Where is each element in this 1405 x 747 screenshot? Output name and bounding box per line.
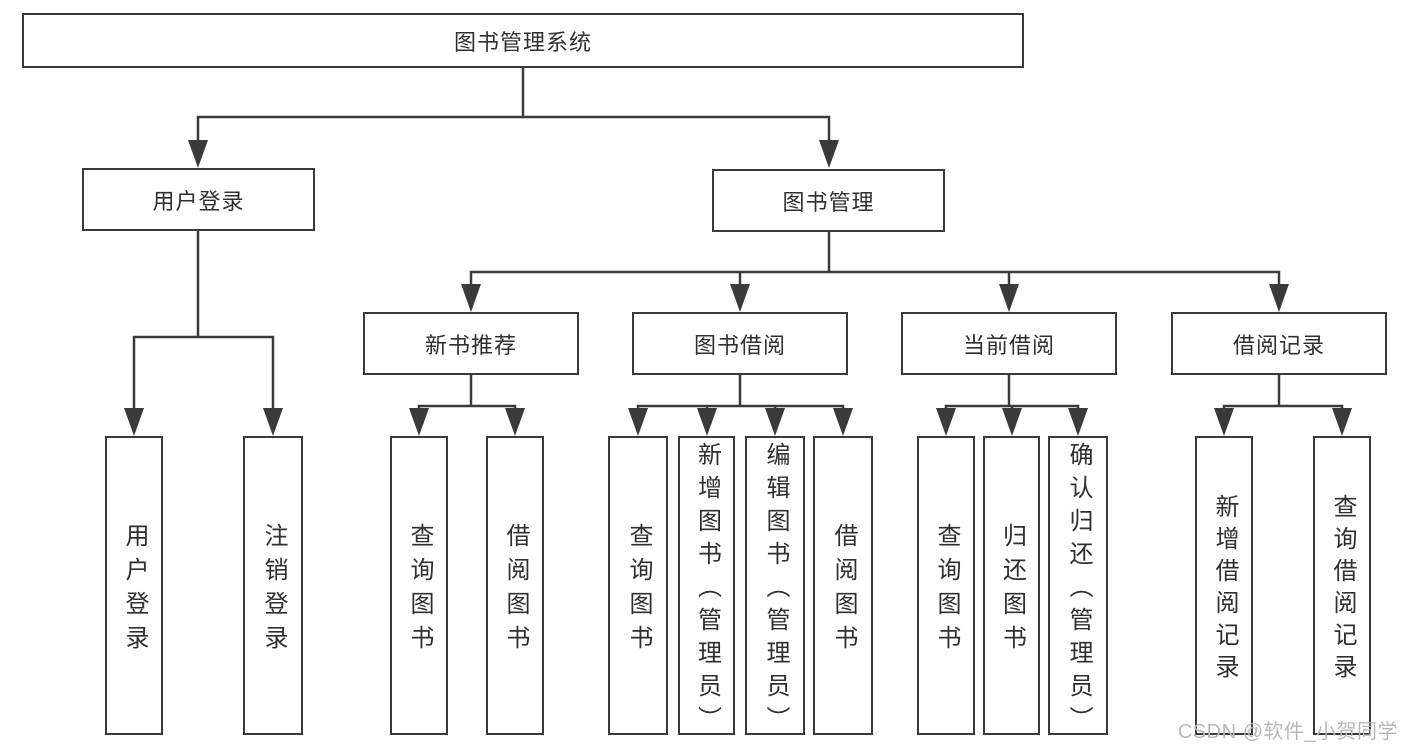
arrowhead-down-icon xyxy=(999,284,1019,312)
arrowhead-down-icon xyxy=(833,408,853,436)
arrowhead-down-icon xyxy=(628,408,648,436)
leaf-bb-borrow-books-label: 借阅图书 xyxy=(830,522,857,659)
node-root: 图书管理系统 xyxy=(22,13,1024,68)
arrowhead-down-icon xyxy=(188,140,208,168)
arrowhead-down-icon xyxy=(263,408,283,436)
node-borrow-records: 借阅记录 xyxy=(1171,312,1387,375)
arrowhead-down-icon xyxy=(1269,284,1289,312)
leaf-br-query-record-label: 查询借阅记录 xyxy=(1329,493,1356,686)
arrowhead-down-icon xyxy=(1002,408,1022,436)
leaf-nbr-borrow-books-label: 借阅图书 xyxy=(502,522,529,659)
arrowhead-down-icon xyxy=(124,408,144,436)
connector xyxy=(636,404,845,416)
node-root-label: 图书管理系统 xyxy=(453,29,592,55)
arrowhead-down-icon xyxy=(1068,408,1088,436)
node-book-management: 图书管理 xyxy=(712,169,945,232)
arrowhead-down-icon xyxy=(765,408,785,436)
leaf-bb-add-books-admin: 新增图书（管理员） xyxy=(678,436,735,739)
leaf-bb-add-books-admin-label: 新增图书（管理员） xyxy=(693,441,721,739)
arrowhead-down-icon xyxy=(730,284,750,312)
leaf-cb-confirm-return-admin-label: 确认归还（管理员） xyxy=(1065,441,1092,739)
leaf-cb-query-books-label: 查询图书 xyxy=(933,522,960,659)
connector xyxy=(132,335,275,412)
leaf-cb-return-books-label: 归还图书 xyxy=(998,522,1026,659)
leaf-nbr-query-books: 查询图书 xyxy=(390,436,448,735)
leaf-user-login-label: 用户登录 xyxy=(121,522,148,659)
leaf-bb-borrow-books: 借阅图书 xyxy=(813,436,873,735)
arrowhead-down-icon xyxy=(1214,408,1234,436)
connector xyxy=(469,270,1281,290)
arrowhead-down-icon xyxy=(819,140,839,168)
leaf-br-add-record: 新增借阅记录 xyxy=(1195,436,1253,735)
node-user-login-label: 用户登录 xyxy=(152,188,245,214)
leaf-logout: 注销登录 xyxy=(243,436,303,735)
leaf-nbr-query-books-label: 查询图书 xyxy=(406,522,433,659)
leaf-cb-confirm-return-admin: 确认归还（管理员） xyxy=(1048,436,1108,739)
leaf-br-query-record: 查询借阅记录 xyxy=(1313,436,1371,735)
arrowhead-down-icon xyxy=(461,284,481,312)
leaf-logout-label: 注销登录 xyxy=(260,522,287,659)
node-user-login: 用户登录 xyxy=(82,168,315,231)
connector xyxy=(417,404,517,416)
arrowhead-down-icon xyxy=(409,408,429,436)
arrowhead-down-icon xyxy=(697,408,717,436)
node-current-borrow-label: 当前借阅 xyxy=(962,332,1055,358)
leaf-user-login: 用户登录 xyxy=(105,436,163,735)
connector xyxy=(1222,404,1344,416)
arrowhead-down-icon xyxy=(505,408,525,436)
connector xyxy=(196,115,831,146)
leaf-bb-edit-books-admin: 编辑图书（管理员） xyxy=(745,436,805,739)
leaf-bb-query-books: 查询图书 xyxy=(608,436,668,735)
node-new-book-recommend: 新书推荐 xyxy=(363,312,579,375)
node-book-management-label: 图书管理 xyxy=(782,189,875,215)
leaf-bb-edit-books-admin-label: 编辑图书（管理员） xyxy=(762,441,789,739)
node-book-borrow: 图书借阅 xyxy=(632,312,848,375)
node-book-borrow-label: 图书借阅 xyxy=(693,332,786,358)
leaf-br-add-record-label: 新增借阅记录 xyxy=(1211,493,1238,686)
node-current-borrow: 当前借阅 xyxy=(901,312,1117,375)
arrowhead-down-icon xyxy=(1332,408,1352,436)
leaf-cb-return-books: 归还图书 xyxy=(983,436,1040,735)
node-new-book-recommend-label: 新书推荐 xyxy=(424,332,517,358)
leaf-bb-query-books-label: 查询图书 xyxy=(625,522,652,659)
arrowhead-down-icon xyxy=(936,408,956,436)
leaf-cb-query-books: 查询图书 xyxy=(917,436,975,735)
csdn-watermark: CSDN @软件_小贺同学 xyxy=(1177,721,1398,743)
node-borrow-records-label: 借阅记录 xyxy=(1232,332,1325,358)
leaf-nbr-borrow-books: 借阅图书 xyxy=(486,436,544,735)
